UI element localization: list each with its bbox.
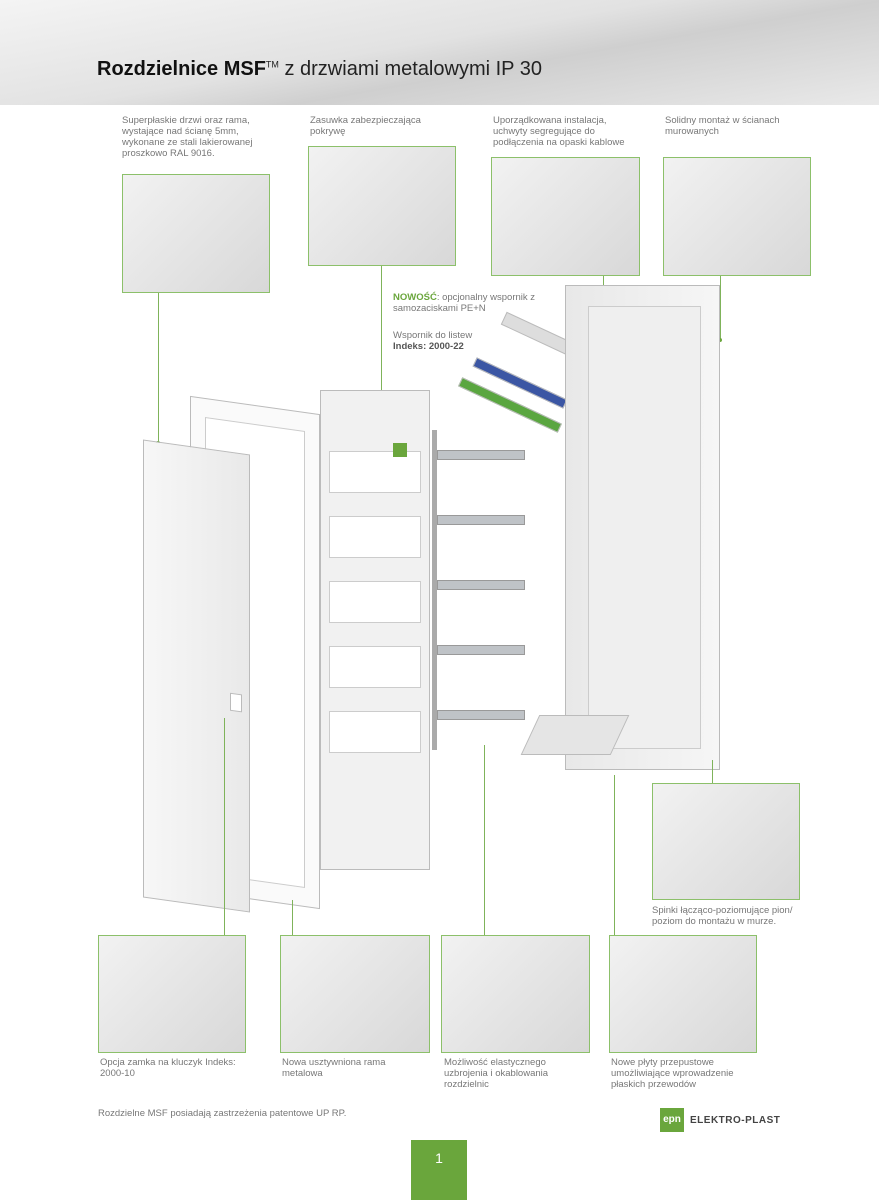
- leader-line: [224, 718, 225, 935]
- caption-clips: Spinki łącząco-poziomujące pion/ poziom …: [652, 905, 793, 927]
- detail-image-door: [122, 174, 270, 293]
- leader-line: [720, 276, 721, 340]
- caption-rails: Możliwość elastycznego uzbrojenia i okab…: [444, 1057, 549, 1090]
- cover-panel: [320, 390, 430, 870]
- din-rails: [432, 430, 525, 750]
- caption-lock: Opcja zamka na kluczyk Indeks: 2000-10: [100, 1057, 236, 1079]
- blue-terminal-strip: [472, 357, 568, 409]
- cable-entry-plate: [520, 715, 630, 755]
- leader-line: [381, 266, 382, 411]
- detail-image-clips: [652, 783, 800, 900]
- leader-dot: [718, 338, 722, 342]
- green-terminal-strip: [458, 377, 562, 433]
- caption-installation: Uporządkowana instalacja, uchwyty segreg…: [493, 115, 625, 148]
- detail-image-frame: [280, 935, 430, 1053]
- detail-image-latch: [308, 146, 456, 266]
- page-number: 1: [411, 1140, 467, 1200]
- caption-door: Superpłaskie drzwi oraz rama, wystające …: [122, 115, 253, 159]
- detail-image-mounting: [663, 157, 811, 276]
- header-band: [0, 0, 879, 105]
- leader-line: [712, 760, 713, 784]
- detail-image-lock: [98, 935, 246, 1053]
- leader-line: [484, 745, 485, 935]
- lock-icon: [230, 692, 242, 713]
- page-title: Rozdzielnice MSFTM z drzwiami metalowymi…: [97, 58, 542, 80]
- detail-image-rails: [441, 935, 590, 1053]
- leader-line: [158, 293, 159, 443]
- caption-frame: Nowa usztywniona rama metalowa: [282, 1057, 386, 1079]
- detail-image-installation: [491, 157, 640, 276]
- new-bracket-callout: NOWOŚĆ: opcjonalny wspornik z samozacisk…: [393, 292, 536, 314]
- caption-plates: Nowe płyty przepustowe umożliwiające wpr…: [611, 1057, 734, 1090]
- patent-note: Rozdzielne MSF posiadają zastrzeżenia pa…: [98, 1108, 347, 1119]
- back-box: [565, 285, 720, 770]
- leader-line: [614, 775, 615, 935]
- leader-line: [292, 900, 293, 935]
- detail-image-plates: [609, 935, 757, 1053]
- door-panel: [143, 439, 250, 913]
- caption-mounting: Solidny montaż w ścianach murowanych: [665, 115, 780, 137]
- caption-latch: Zasuwka zabezpieczająca pokrywę: [310, 115, 421, 137]
